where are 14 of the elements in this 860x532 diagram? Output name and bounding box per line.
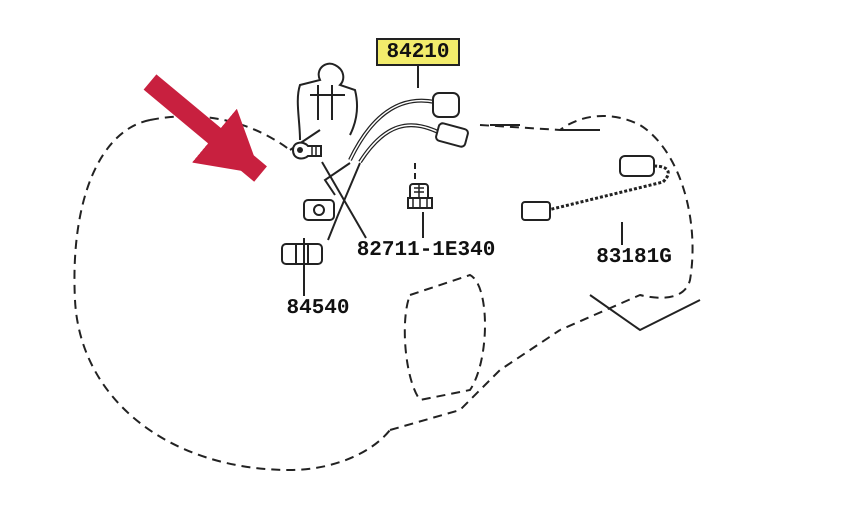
part-number: 82711-1E340 (356, 238, 496, 262)
leader-line (621, 222, 623, 245)
leader-line (422, 212, 424, 238)
wire (324, 162, 351, 196)
wire (327, 162, 361, 240)
part-number: 83181G (588, 245, 680, 269)
pointer-arrow (144, 74, 267, 182)
part-number: 84210 (376, 38, 460, 66)
wire (414, 163, 416, 180)
leader-line (321, 162, 367, 238)
switch-drawing (405, 180, 435, 212)
part-number: 84540 (280, 296, 356, 320)
leader-line (303, 238, 305, 296)
leader-line (417, 66, 419, 88)
